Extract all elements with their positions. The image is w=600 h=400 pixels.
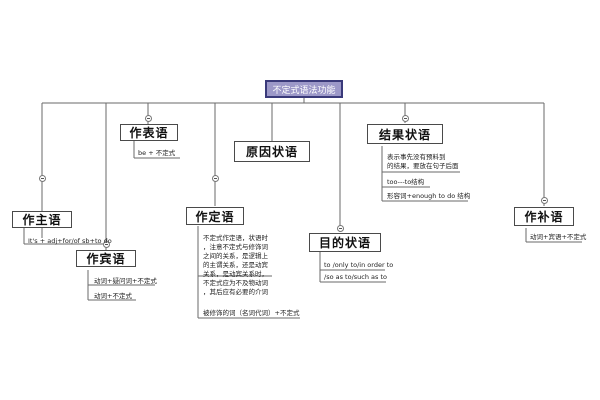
node-attributive-label: 作定语 xyxy=(195,209,235,224)
collapse-toggle-icon[interactable] xyxy=(212,175,219,182)
note-purpose-2: /so as to/such as to xyxy=(324,273,387,281)
node-purpose-label: 目的状语 xyxy=(318,236,371,250)
note-result-3: 形容词+enough to do 结构 xyxy=(387,192,471,200)
collapse-toggle-icon[interactable] xyxy=(337,225,344,232)
root-label: 不定式语法功能 xyxy=(272,85,336,96)
node-result[interactable]: 结果状语 xyxy=(367,124,443,144)
note-predicative: be + 不定式 xyxy=(138,149,176,157)
note-purpose-1: to /only to/in order to xyxy=(324,261,394,269)
node-subject[interactable]: 作主语 xyxy=(12,211,72,228)
diagram-canvas xyxy=(0,70,600,340)
note-subject: It's + adj+for/of sb+to do xyxy=(28,237,112,245)
node-subject-label: 作主语 xyxy=(22,213,62,227)
note-result-2: too---to结构 xyxy=(387,178,425,186)
node-complement-label: 作补语 xyxy=(524,210,564,224)
note-attributive: 不定式作定语，状语时 ，注意不定式与修饰词 之间的关系，是逻辑上 的主谓关系，还… xyxy=(203,234,268,296)
node-object[interactable]: 作宾语 xyxy=(76,250,136,267)
collapse-toggle-icon[interactable] xyxy=(402,115,409,122)
node-predicative-label: 作表语 xyxy=(129,126,169,140)
node-purpose[interactable]: 目的状语 xyxy=(309,233,381,252)
note-result: 表示事先没有预料到 的结果，要放在句子后面 xyxy=(387,153,459,170)
collapse-toggle-icon[interactable] xyxy=(541,197,548,204)
node-result-label: 结果状语 xyxy=(378,127,431,142)
node-reason[interactable]: 原因状语 xyxy=(234,141,310,162)
node-attributive[interactable]: 作定语 xyxy=(186,207,244,225)
note-complement: 动词+宾语+不定式 xyxy=(530,233,587,241)
node-reason-label: 原因状语 xyxy=(245,145,298,159)
root-node[interactable]: 不定式语法功能 xyxy=(265,80,343,98)
node-predicative[interactable]: 作表语 xyxy=(120,124,178,141)
note-attributive-tail: 被修饰的词（名词代词）+不定式 xyxy=(203,309,300,317)
collapse-toggle-icon[interactable] xyxy=(39,175,46,182)
note-object-2: 动词+不定式 xyxy=(94,292,132,300)
note-object-1: 动词+疑问词+不定式 xyxy=(94,277,157,285)
collapse-toggle-icon[interactable] xyxy=(103,241,110,248)
node-complement[interactable]: 作补语 xyxy=(514,207,574,226)
node-object-label: 作宾语 xyxy=(86,252,126,266)
collapse-toggle-icon[interactable] xyxy=(145,115,152,122)
